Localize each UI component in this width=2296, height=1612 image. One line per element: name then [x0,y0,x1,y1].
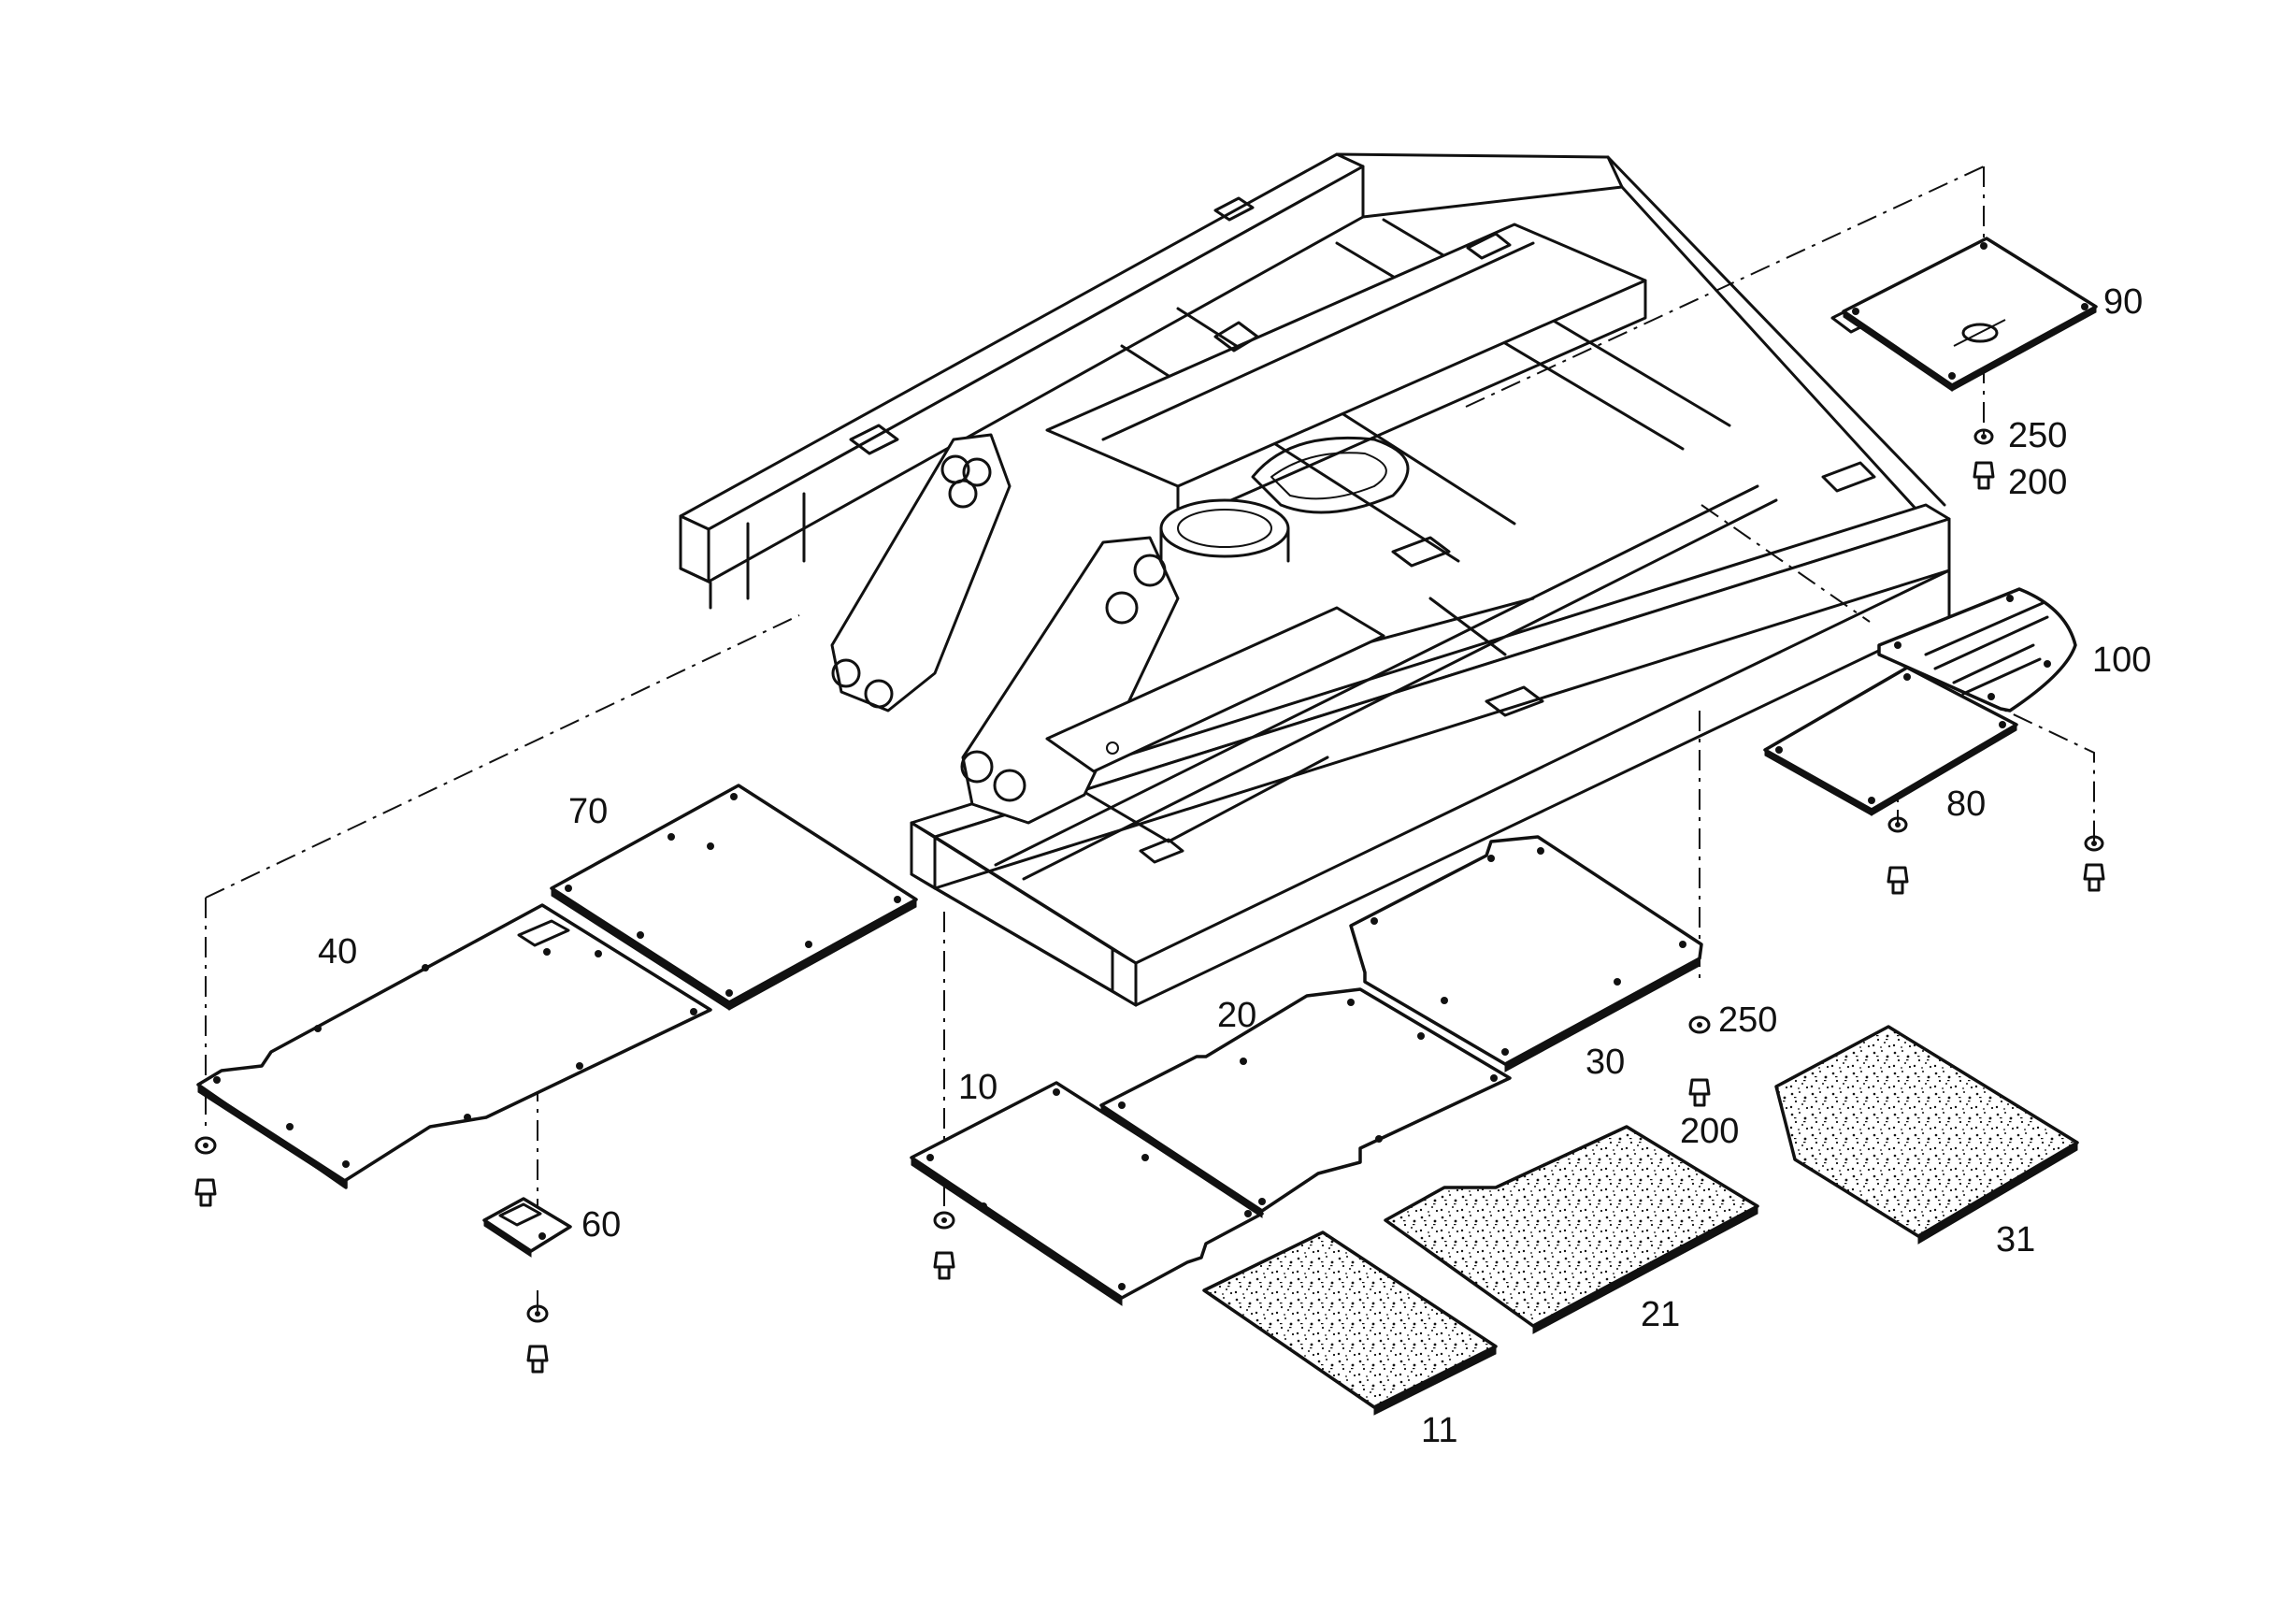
cover-plate-10 [910,1081,1264,1306]
callout-90: 90 [2103,282,2143,322]
callout-labels: 90 250 200 100 80 70 40 60 10 20 30 250 … [318,282,2151,1450]
cover-plate-70 [550,784,918,1011]
callout-10: 10 [958,1068,997,1107]
callout-70: 70 [568,792,608,831]
callout-31: 31 [1996,1220,2035,1259]
floor-mat-21 [1384,1125,1759,1334]
callout-40: 40 [318,932,357,972]
callout-250-top: 250 [2008,416,2067,455]
callout-250-mid: 250 [1718,1000,1777,1040]
callout-200-top: 200 [2008,463,2067,502]
callout-30: 30 [1586,1043,1625,1082]
callout-100: 100 [2092,640,2151,680]
main-frame [679,152,1951,1007]
cover-plate-60 [482,1197,572,1258]
cover-plate-90 [1842,237,2098,392]
callout-21: 21 [1641,1295,1680,1334]
fasteners [194,428,2105,1374]
cover-plate-100 [1877,587,2077,712]
cover-plate-80 [1763,666,2018,816]
cover-plate-40 [196,903,712,1189]
callout-200-mid: 200 [1680,1112,1739,1151]
callout-60: 60 [581,1205,621,1245]
cover-plate-20 [1099,987,1512,1218]
floor-mat-11 [1202,1231,1498,1416]
floor-mat-31 [1774,1025,2079,1245]
cover-plate-30 [1349,835,1703,1072]
callout-80: 80 [1946,784,1986,824]
callout-20: 20 [1217,996,1256,1035]
callout-11: 11 [1421,1411,1457,1450]
